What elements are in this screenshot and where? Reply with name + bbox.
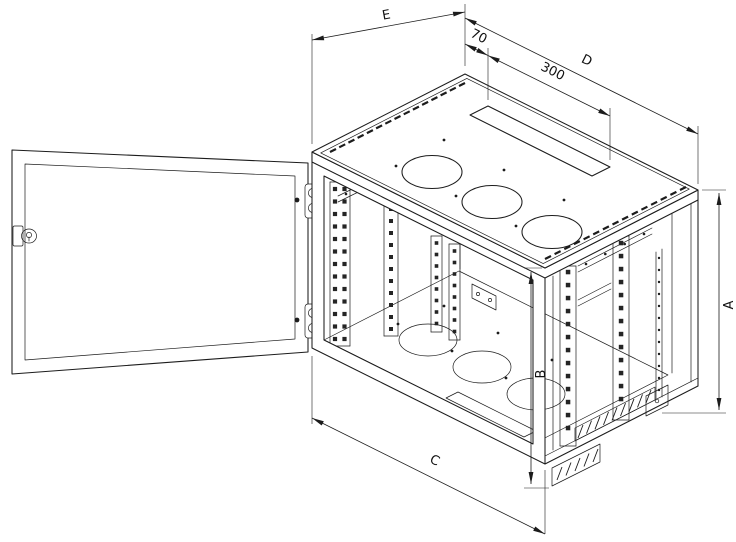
top-screw-holes-row2 xyxy=(442,138,566,202)
dim-label-C: C xyxy=(427,452,442,469)
dimension-A: A xyxy=(662,189,736,414)
dim-label-70: 70 xyxy=(468,26,490,47)
top-fan-holes xyxy=(401,154,583,250)
interior-back-right-edge xyxy=(655,248,663,401)
top-vent-perforation-right xyxy=(544,186,687,260)
back-wall-bracket xyxy=(471,283,497,311)
rack-rail-left-rear xyxy=(383,201,399,337)
wall-mount-bracket xyxy=(551,443,601,487)
door-lock-icon xyxy=(12,225,37,247)
dim-label-D: D xyxy=(579,52,595,70)
right-side-frame xyxy=(544,189,699,487)
dim-label-B: B xyxy=(534,370,549,379)
top-depth-rail-right xyxy=(577,227,653,273)
rack-rail-right-rear xyxy=(612,235,630,421)
dim-label-300: 300 xyxy=(538,60,567,85)
top-vent-perforation-left xyxy=(329,82,466,153)
rack-rail-back-2 xyxy=(448,243,461,341)
top-panel-face xyxy=(311,73,699,269)
floor-screw-holes-row2 xyxy=(442,304,554,362)
rack-rail-front-left xyxy=(329,181,351,347)
rear-foot-bracket xyxy=(645,384,669,417)
rack-rail-back-1 xyxy=(430,235,443,333)
door-panel xyxy=(11,149,309,375)
top-screw-holes-row1 xyxy=(394,164,518,228)
dim-label-A: A xyxy=(722,300,736,309)
rack-rail-right-front xyxy=(559,265,577,447)
side-mid-support xyxy=(577,282,612,307)
top-panel xyxy=(311,73,699,279)
dim-label-E: E xyxy=(381,7,392,23)
vent-grille xyxy=(574,386,656,442)
